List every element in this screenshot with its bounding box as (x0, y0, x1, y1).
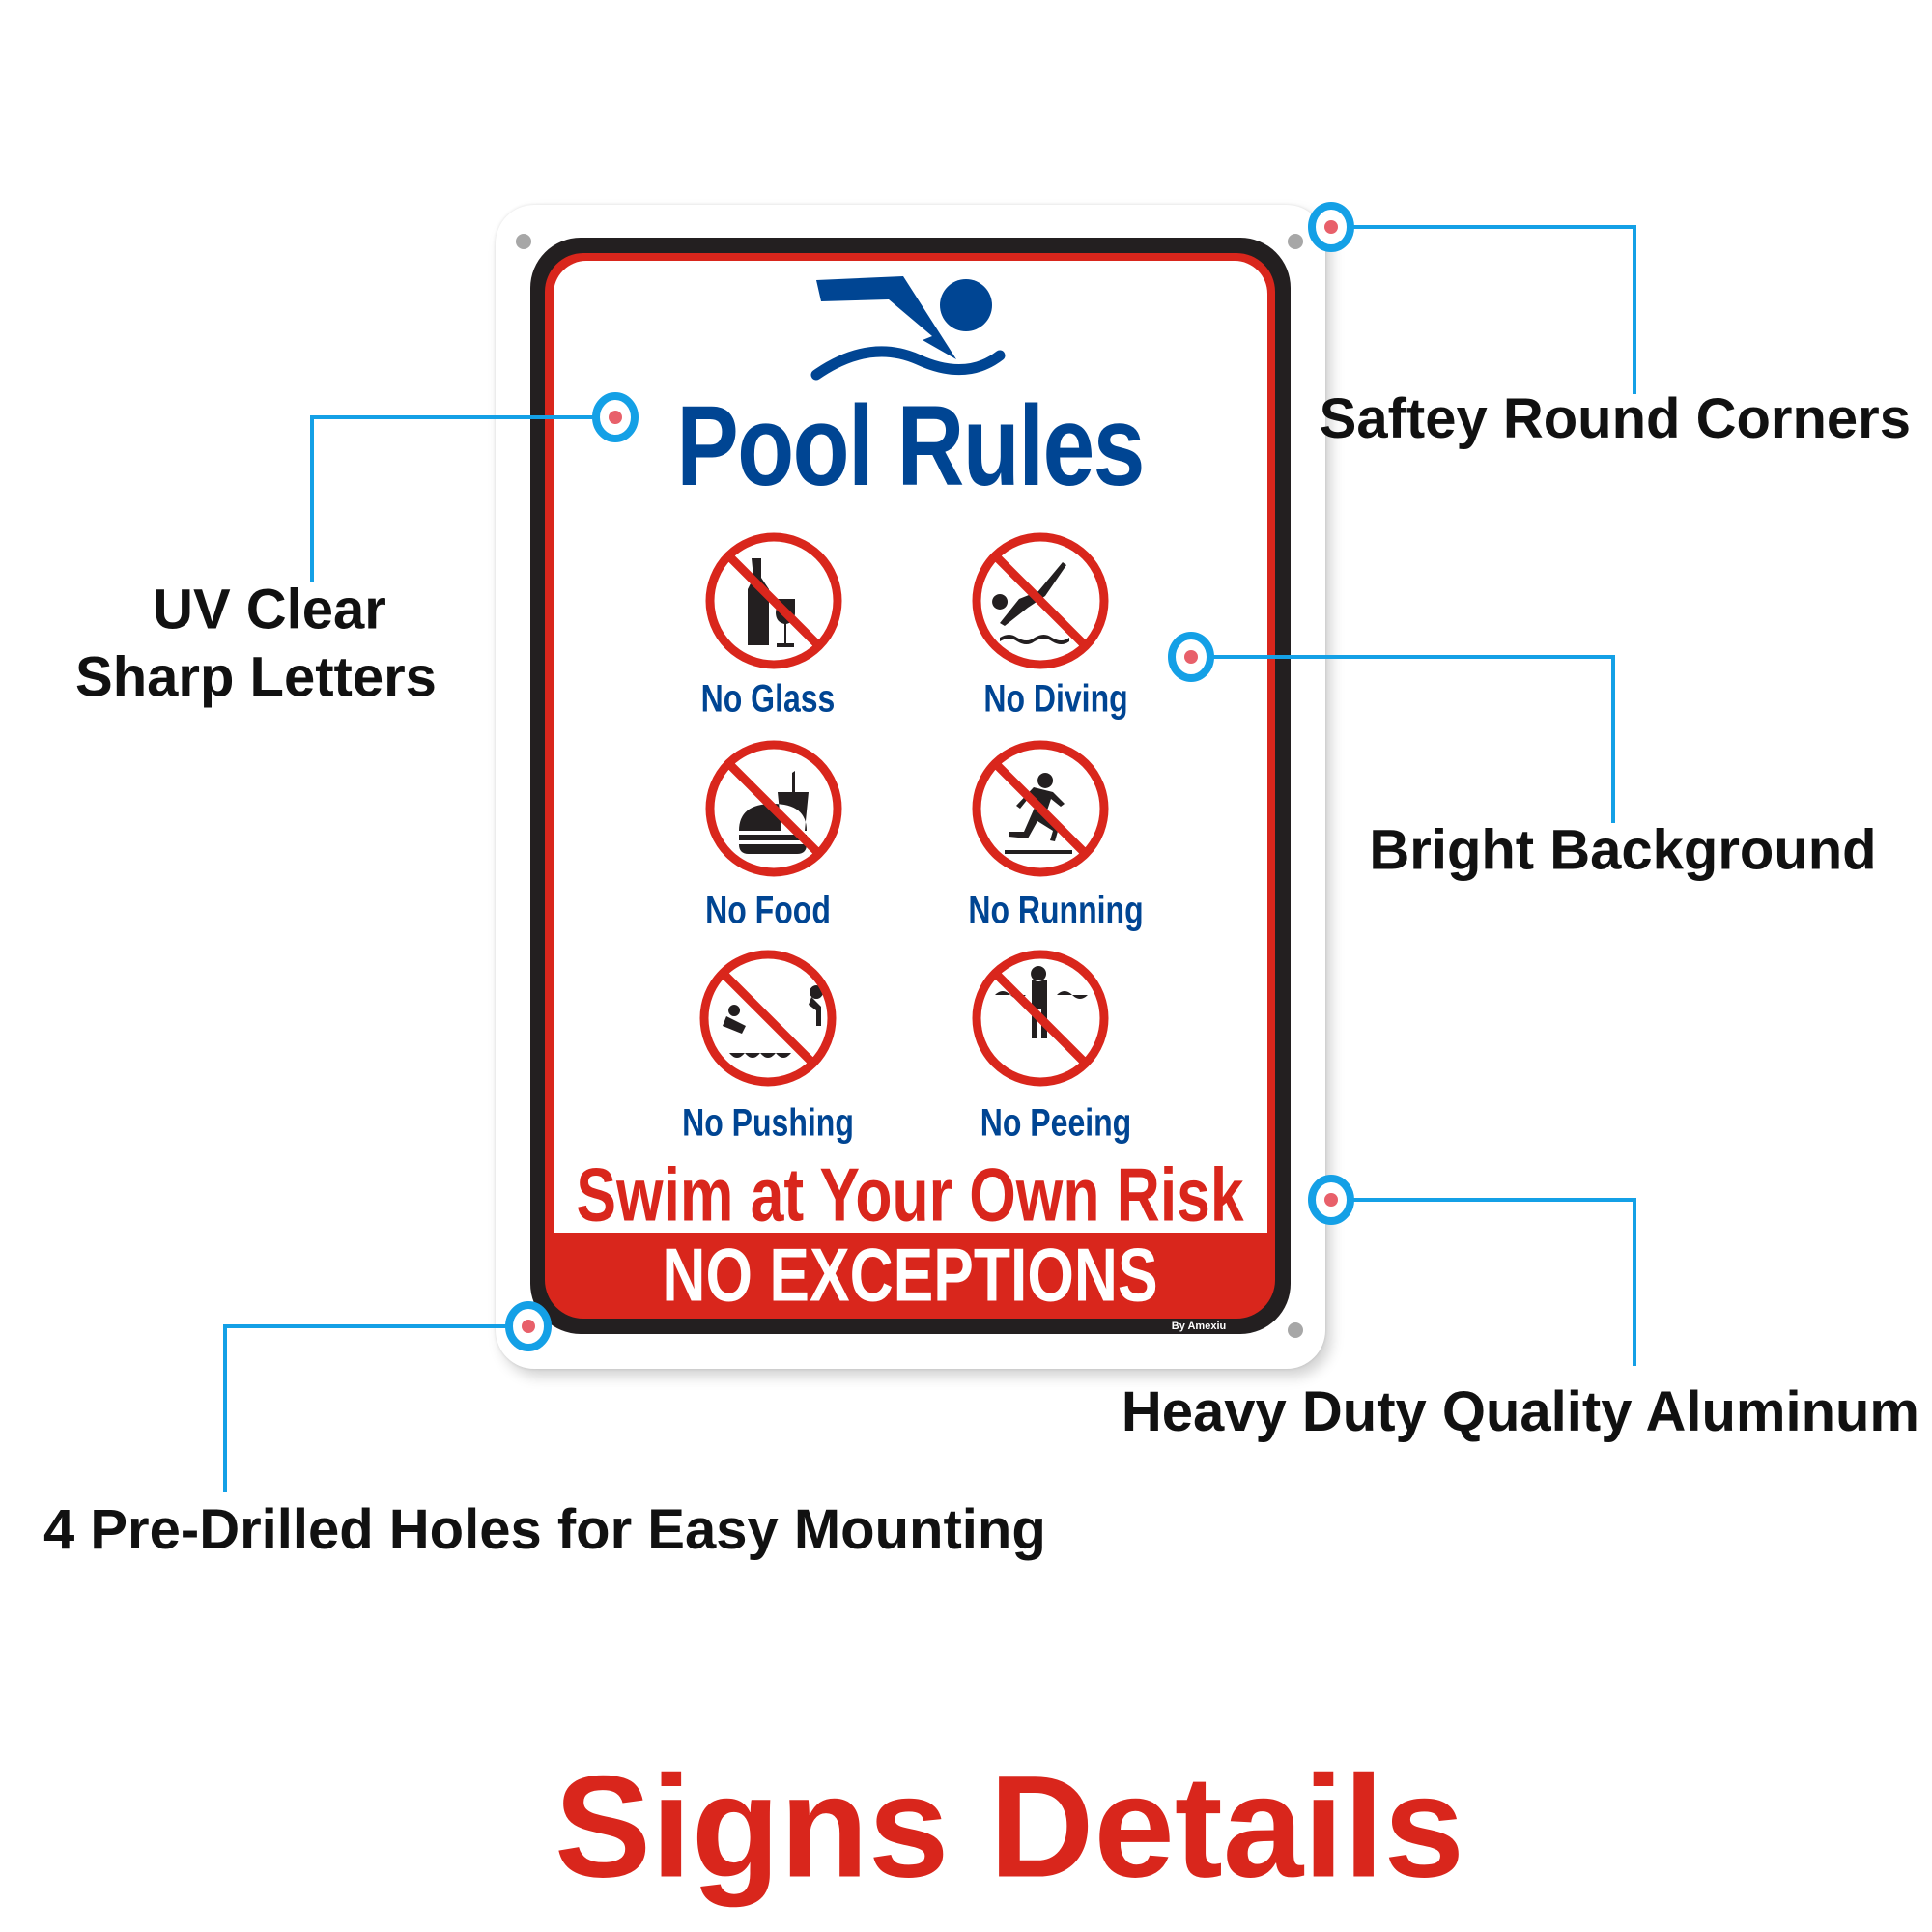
rule-label: No Diving (983, 677, 1128, 721)
prohibition-slash (992, 970, 1089, 1066)
pictogram (992, 562, 1069, 644)
swimmer-icon (810, 276, 1006, 381)
sign-face (554, 261, 1267, 1233)
callout-letters-1: UV Clear (153, 578, 386, 641)
no-food-icon (705, 740, 842, 877)
prohibition-circle (705, 532, 842, 669)
prohibition-circle (705, 740, 842, 877)
callout-line-aluminum (1331, 1198, 1636, 1366)
mounting-hole (1288, 1322, 1303, 1338)
callout-marker-icon (1308, 1175, 1354, 1225)
rule-label: No Pushing (682, 1101, 854, 1145)
mounting-hole (516, 234, 531, 249)
no-peeing-icon (972, 950, 1109, 1087)
no-diving-icon (972, 532, 1109, 669)
pictogram (1005, 773, 1072, 854)
prohibition-circle (972, 740, 1109, 877)
callout-line-holes (223, 1324, 528, 1492)
no-pushing-icon (699, 950, 837, 1087)
rule-label: No Food (705, 889, 831, 932)
prohibition-circle (972, 532, 1109, 669)
mounting-hole (1288, 234, 1303, 249)
callout-aluminum: Heavy Duty Quality Aluminum (1121, 1380, 1919, 1443)
pictogram (723, 985, 824, 1058)
prohibition-circle (699, 950, 837, 1087)
pictogram (995, 966, 1088, 1038)
rule-label: No Peeing (980, 1101, 1132, 1145)
callout-line-background (1191, 655, 1615, 823)
rule-label: No Running (968, 889, 1144, 932)
callout-line-letters (310, 415, 615, 582)
callout-marker-icon (592, 392, 639, 442)
sign-title: Pool Rules (676, 383, 1145, 510)
callout-corners: Saftey Round Corners (1319, 387, 1911, 450)
prohibition-slash (725, 553, 822, 649)
callout-letters-2: Sharp Letters (75, 645, 437, 709)
footer-title: Signs Details (554, 1745, 1464, 1908)
warning-text: Swim at Your Own Risk (576, 1151, 1244, 1237)
prohibition-slash (720, 970, 816, 1066)
prohibition-slash (992, 553, 1089, 649)
brand-text: By Amexiu (1171, 1321, 1227, 1332)
callout-holes: 4 Pre-Drilled Holes for Easy Mounting (43, 1498, 1046, 1561)
callout-line-corners (1331, 225, 1636, 394)
prohibition-circle (972, 950, 1109, 1087)
banner-text: NO EXCEPTIONS (662, 1232, 1158, 1318)
callout-marker-icon (505, 1301, 552, 1351)
rule-label: No Glass (700, 677, 836, 721)
callout-marker-icon (1308, 202, 1354, 252)
callout-marker-icon (1168, 632, 1214, 682)
prohibition-slash (725, 760, 822, 857)
prohibition-slash (992, 760, 1089, 857)
callout-background: Bright Background (1369, 818, 1877, 882)
no-glass-icon (705, 532, 842, 669)
no-running-icon (972, 740, 1109, 877)
